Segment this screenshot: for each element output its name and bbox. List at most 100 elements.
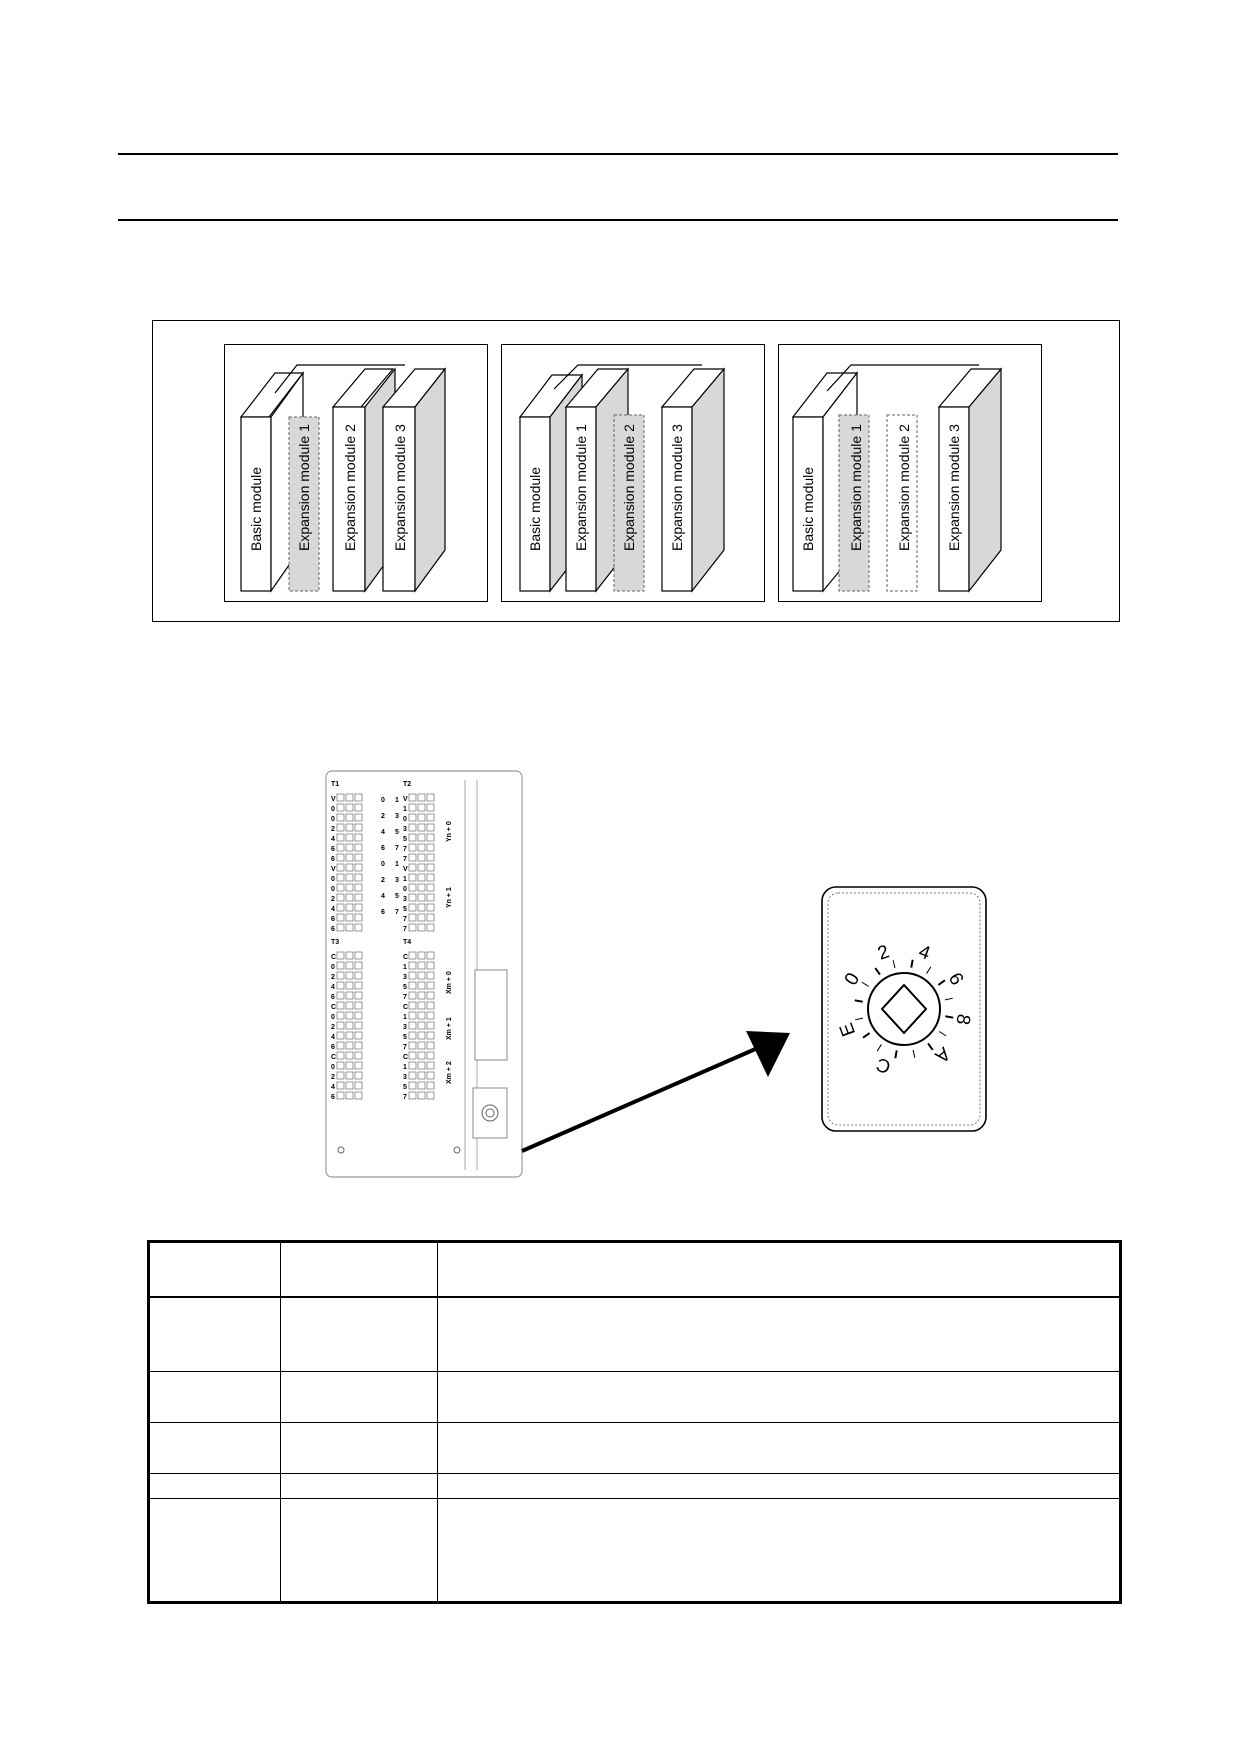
terminal-label: 4 — [331, 984, 335, 991]
terminal-label: 2 — [331, 896, 335, 903]
terminal-label: 0 — [331, 806, 335, 813]
terminal-screw — [354, 971, 363, 980]
terminal-screw — [426, 1001, 435, 1010]
switch-tick — [926, 966, 932, 974]
terminal-screw — [336, 833, 345, 842]
terminal-screw — [426, 1081, 435, 1090]
terminal-screw — [426, 823, 435, 832]
terminal-block-t4-label: T4 — [403, 939, 411, 946]
terminal-screw — [354, 1041, 363, 1050]
terminal-screw — [426, 913, 435, 922]
terminal-screw — [408, 913, 417, 922]
terminal-screw — [417, 1031, 426, 1040]
switch-position-label: 8 — [951, 1012, 974, 1026]
group-label-xm2: Xm + 2 — [446, 1061, 453, 1084]
terminal-screw — [417, 853, 426, 862]
terminal-screw — [408, 853, 417, 862]
terminal-label: 1 — [403, 806, 407, 813]
terminal-screw — [408, 843, 417, 852]
terminal-label: 7 — [403, 994, 407, 1001]
terminal-screw — [345, 1061, 354, 1070]
terminal-screw — [345, 903, 354, 912]
group-label-yn0: Yn + 0 — [446, 821, 453, 842]
terminal-screw — [408, 1041, 417, 1050]
terminal-screw — [417, 1011, 426, 1020]
terminal-screw — [354, 793, 363, 802]
terminal-screw — [336, 903, 345, 912]
terminal-screw — [426, 813, 435, 822]
terminal-screw — [408, 1031, 417, 1040]
terminal-screw — [408, 971, 417, 980]
terminal-screw — [408, 863, 417, 872]
terminal-screw — [354, 1031, 363, 1040]
terminal-index-label: 7 — [395, 845, 399, 852]
table-row — [150, 1298, 1119, 1372]
terminal-screw — [426, 1031, 435, 1040]
terminal-label: 2 — [331, 1024, 335, 1031]
terminal-screw — [408, 873, 417, 882]
terminal-label: C — [331, 954, 336, 961]
terminal-screw — [426, 1091, 435, 1100]
terminal-screw — [336, 883, 345, 892]
expansion-module-1-label: Expansion module 1 — [296, 424, 312, 551]
terminal-index-label: 1 — [395, 861, 399, 868]
settings-table — [147, 1240, 1122, 1604]
terminal-label: V — [403, 866, 408, 873]
terminal-label: 6 — [331, 916, 335, 923]
terminal-label: 3 — [403, 826, 407, 833]
terminal-screw — [345, 923, 354, 932]
terminal-screw — [345, 833, 354, 842]
terminal-label: 0 — [331, 1014, 335, 1021]
terminal-screw — [408, 903, 417, 912]
terminal-screw — [345, 1091, 354, 1100]
terminal-screw — [417, 813, 426, 822]
switch-tick — [894, 1050, 898, 1059]
terminal-screw — [426, 893, 435, 902]
terminal-index-label: 6 — [381, 909, 385, 916]
terminal-screw — [354, 923, 363, 932]
terminal-screw — [336, 873, 345, 882]
switch-tick — [892, 960, 896, 969]
expansion-module-2-label: Expansion module 2 — [896, 424, 912, 551]
terminal-label: 7 — [403, 916, 407, 923]
module-stack-1-graphic — [239, 364, 447, 593]
module-labels-1: Basic module Expansion module 1 Expansio… — [248, 424, 408, 551]
terminal-screw — [354, 951, 363, 960]
terminal-screw — [336, 923, 345, 932]
terminal-index-label: 5 — [395, 829, 399, 836]
terminal-screw — [345, 1001, 354, 1010]
terminal-screw — [345, 1011, 354, 1020]
terminal-screw — [345, 803, 354, 812]
terminal-screw — [336, 961, 345, 970]
table-row — [150, 1474, 1119, 1499]
terminal-index-label: 4 — [381, 829, 385, 836]
basic-module-label: Basic module — [800, 467, 816, 551]
terminal-screw — [345, 893, 354, 902]
terminal-block-t1-label: T1 — [331, 781, 339, 788]
terminal-screw — [408, 803, 417, 812]
terminal-screw — [354, 863, 363, 872]
terminal-screw — [417, 1041, 426, 1050]
terminal-screw — [345, 1071, 354, 1080]
terminal-label: C — [403, 954, 408, 961]
terminal-screw — [345, 961, 354, 970]
terminal-screw — [426, 961, 435, 970]
terminal-screw — [354, 1061, 363, 1070]
terminal-screw — [426, 873, 435, 882]
terminal-label: 7 — [403, 1094, 407, 1101]
terminal-screw — [408, 991, 417, 1000]
terminal-label: 3 — [403, 1074, 407, 1081]
terminal-screw — [417, 923, 426, 932]
terminal-screw — [426, 843, 435, 852]
terminal-screw — [345, 1051, 354, 1060]
terminal-screw — [345, 913, 354, 922]
terminal-screw — [417, 863, 426, 872]
terminal-screw — [417, 981, 426, 990]
terminal-screw — [354, 1091, 363, 1100]
terminal-label: 2 — [331, 974, 335, 981]
terminal-label: V — [331, 796, 336, 803]
terminal-screw — [354, 803, 363, 812]
terminal-screw — [336, 1061, 345, 1070]
switch-tick — [945, 1015, 954, 1019]
expansion-module-3-label: Expansion module 3 — [946, 424, 962, 551]
